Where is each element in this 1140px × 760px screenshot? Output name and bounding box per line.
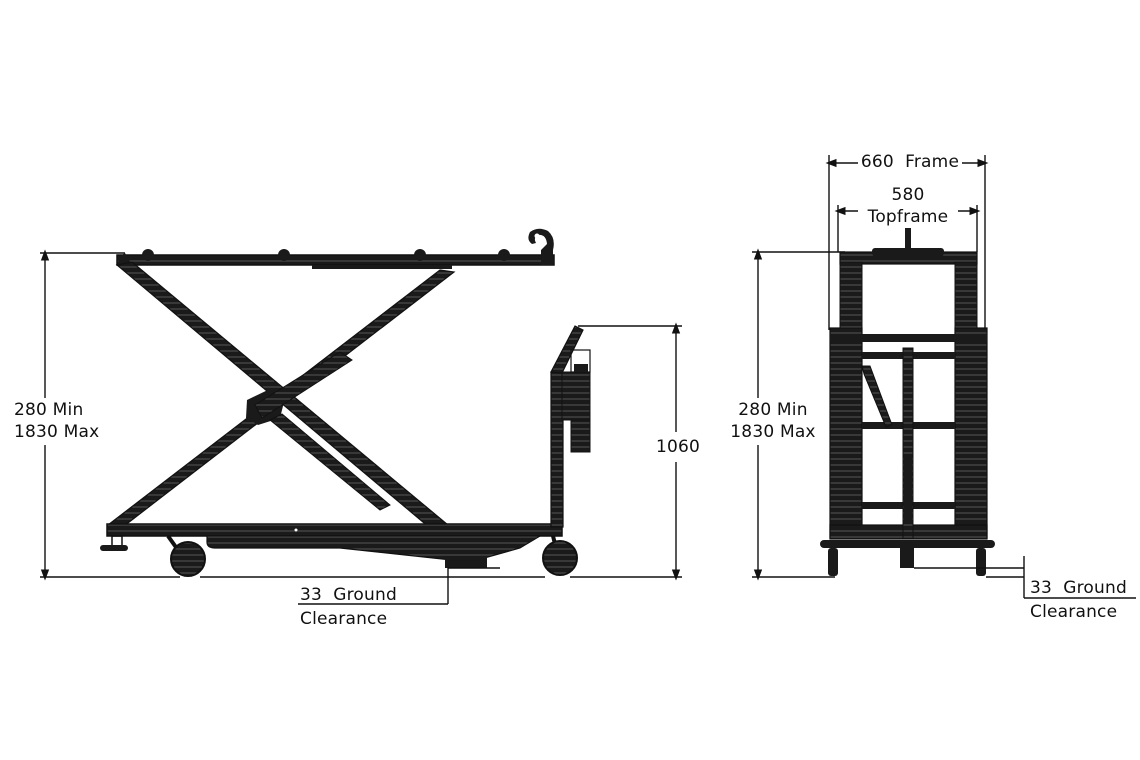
side-ground-clearance-leader (298, 567, 500, 605)
frame-width-label: 660 Frame (858, 151, 962, 173)
push-handle (550, 325, 591, 528)
front-height-label: 280 Min 1830 Max (728, 399, 818, 443)
front-ground-clearance-line2: Clearance (1030, 602, 1118, 622)
side-view (40, 228, 682, 605)
base-chassis (100, 523, 578, 577)
side-ground-clearance-line1: 33 Ground (300, 585, 397, 605)
side-height-dimension-line (40, 249, 180, 581)
top-platform (116, 228, 555, 269)
front-ground-clearance-leader (914, 556, 1136, 599)
scissor-arms (106, 261, 456, 529)
front-view (752, 155, 1136, 599)
front-lower-frame (820, 327, 995, 576)
front-top-frame (839, 228, 978, 338)
handle-height-dimension-line (200, 322, 682, 581)
front-wheel (542, 535, 578, 576)
side-height-label: 280 Min 1830 Max (14, 399, 100, 443)
side-height-min: 280 Min (14, 400, 84, 420)
topframe-width-value: 580 (891, 185, 925, 205)
side-ground-clearance-line2: Clearance (300, 609, 388, 629)
front-ground-clearance-line1: 33 Ground (1030, 578, 1127, 598)
front-height-dimension-line (752, 248, 845, 581)
front-ground-clearance-label: 33 Ground Clearance (1030, 577, 1127, 623)
side-height-max: 1830 Max (14, 422, 100, 442)
topframe-width-dimension-line (834, 205, 981, 252)
hook-icon (528, 228, 554, 265)
rear-wheel (166, 534, 206, 577)
frame-width-dimension-line (825, 155, 989, 330)
handle-height-label: 1060 (655, 436, 701, 458)
front-height-min: 280 Min (738, 400, 808, 420)
front-height-max: 1830 Max (730, 422, 816, 442)
topframe-width-label: 580 Topframe (858, 184, 958, 228)
side-ground-clearance-label: 33 Ground Clearance (300, 584, 397, 630)
topframe-width-name: Topframe (858, 206, 958, 228)
